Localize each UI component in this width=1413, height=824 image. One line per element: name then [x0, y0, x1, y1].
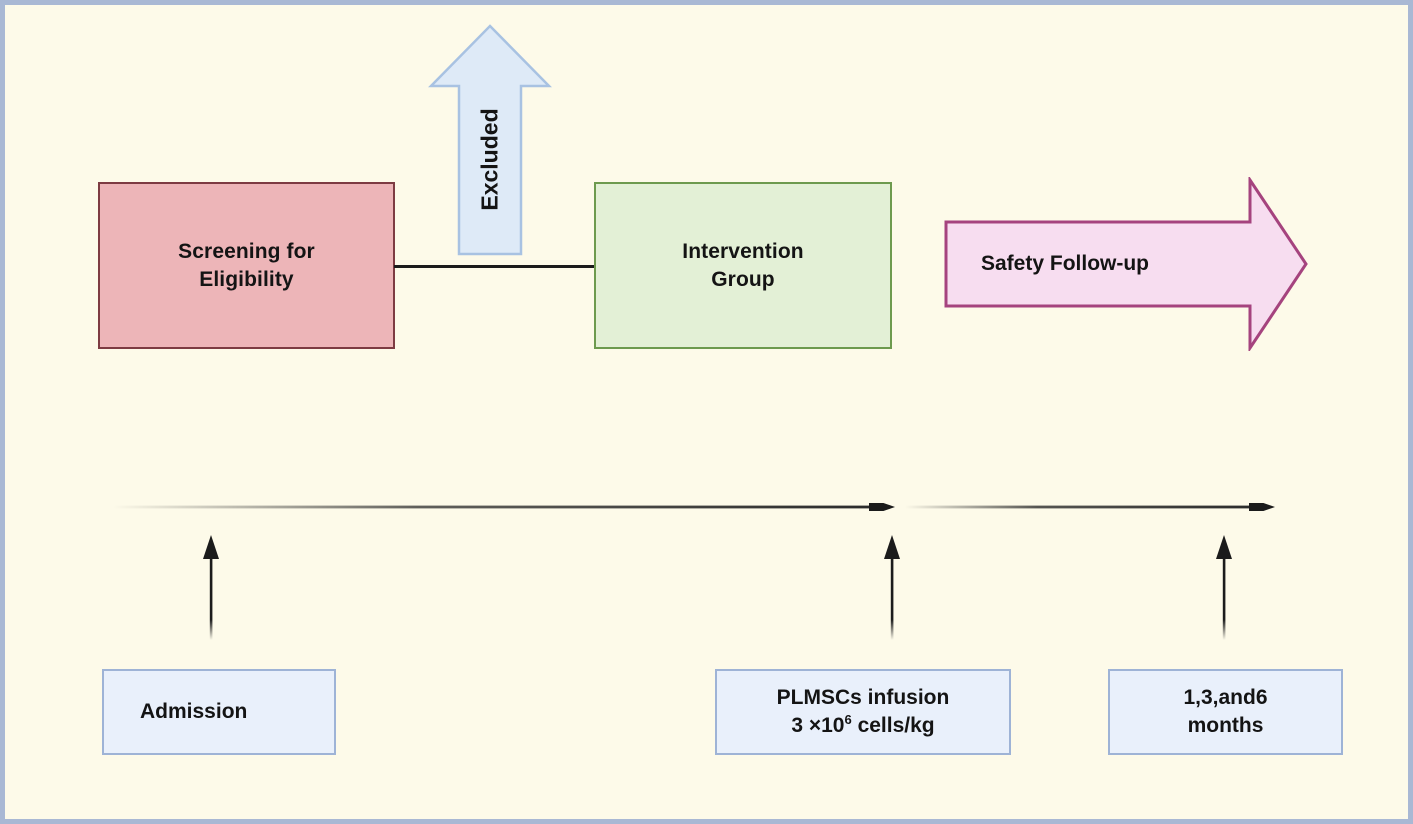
excluded-up-arrow-icon: [428, 24, 552, 256]
excluded-label: Excluded: [476, 107, 503, 211]
plmscs-dose-suffix: cells/kg: [851, 714, 935, 737]
intervention-group-box: Intervention Group: [594, 182, 892, 349]
intervention-label-line2: Group: [711, 267, 775, 291]
plmscs-label-line2: 3 ×106 cells/kg: [777, 712, 950, 740]
plmscs-label-line1: PLMSCs infusion: [776, 686, 950, 710]
timeline-tick-arrow-followup-months: [1216, 535, 1232, 640]
timeline-box-admission: Admission: [102, 669, 336, 755]
timeline-box-followup-months: 1,3,and6 months: [1108, 669, 1343, 755]
plmscs-dose-prefix: 3 ×10: [791, 714, 845, 737]
followup-label-line2: months: [1187, 714, 1264, 737]
intervention-label-line1: Intervention: [682, 240, 804, 264]
screening-to-intervention-connector: [394, 265, 595, 268]
excluded-label-wrapper: Excluded: [428, 23, 552, 257]
admission-label: Admission: [140, 700, 248, 724]
safety-followup-right-arrow-icon: [944, 177, 1308, 351]
timeline-box-plmscs-infusion: PLMSCs infusion 3 ×106 cells/kg: [715, 669, 1011, 755]
screening-label-line2: Eligibility: [199, 267, 294, 291]
safety-followup-label-wrapper: Safety Follow-up: [943, 177, 1309, 351]
timeline-tick-arrow-plmscs-infusion: [884, 535, 900, 640]
screening-for-eligibility-box: Screening for Eligibility: [98, 182, 395, 349]
timeline-axis-segment-1: [113, 503, 895, 511]
plmscs-dose-exponent: 6: [844, 712, 852, 727]
screening-label-line1: Screening for: [178, 240, 315, 264]
timeline-axis-segment-2: [905, 503, 1275, 511]
timeline-tick-arrow-admission: [203, 535, 219, 640]
followup-label-line1: 1,3,and6: [1183, 686, 1268, 710]
safety-followup-label: Safety Follow-up: [981, 252, 1149, 275]
